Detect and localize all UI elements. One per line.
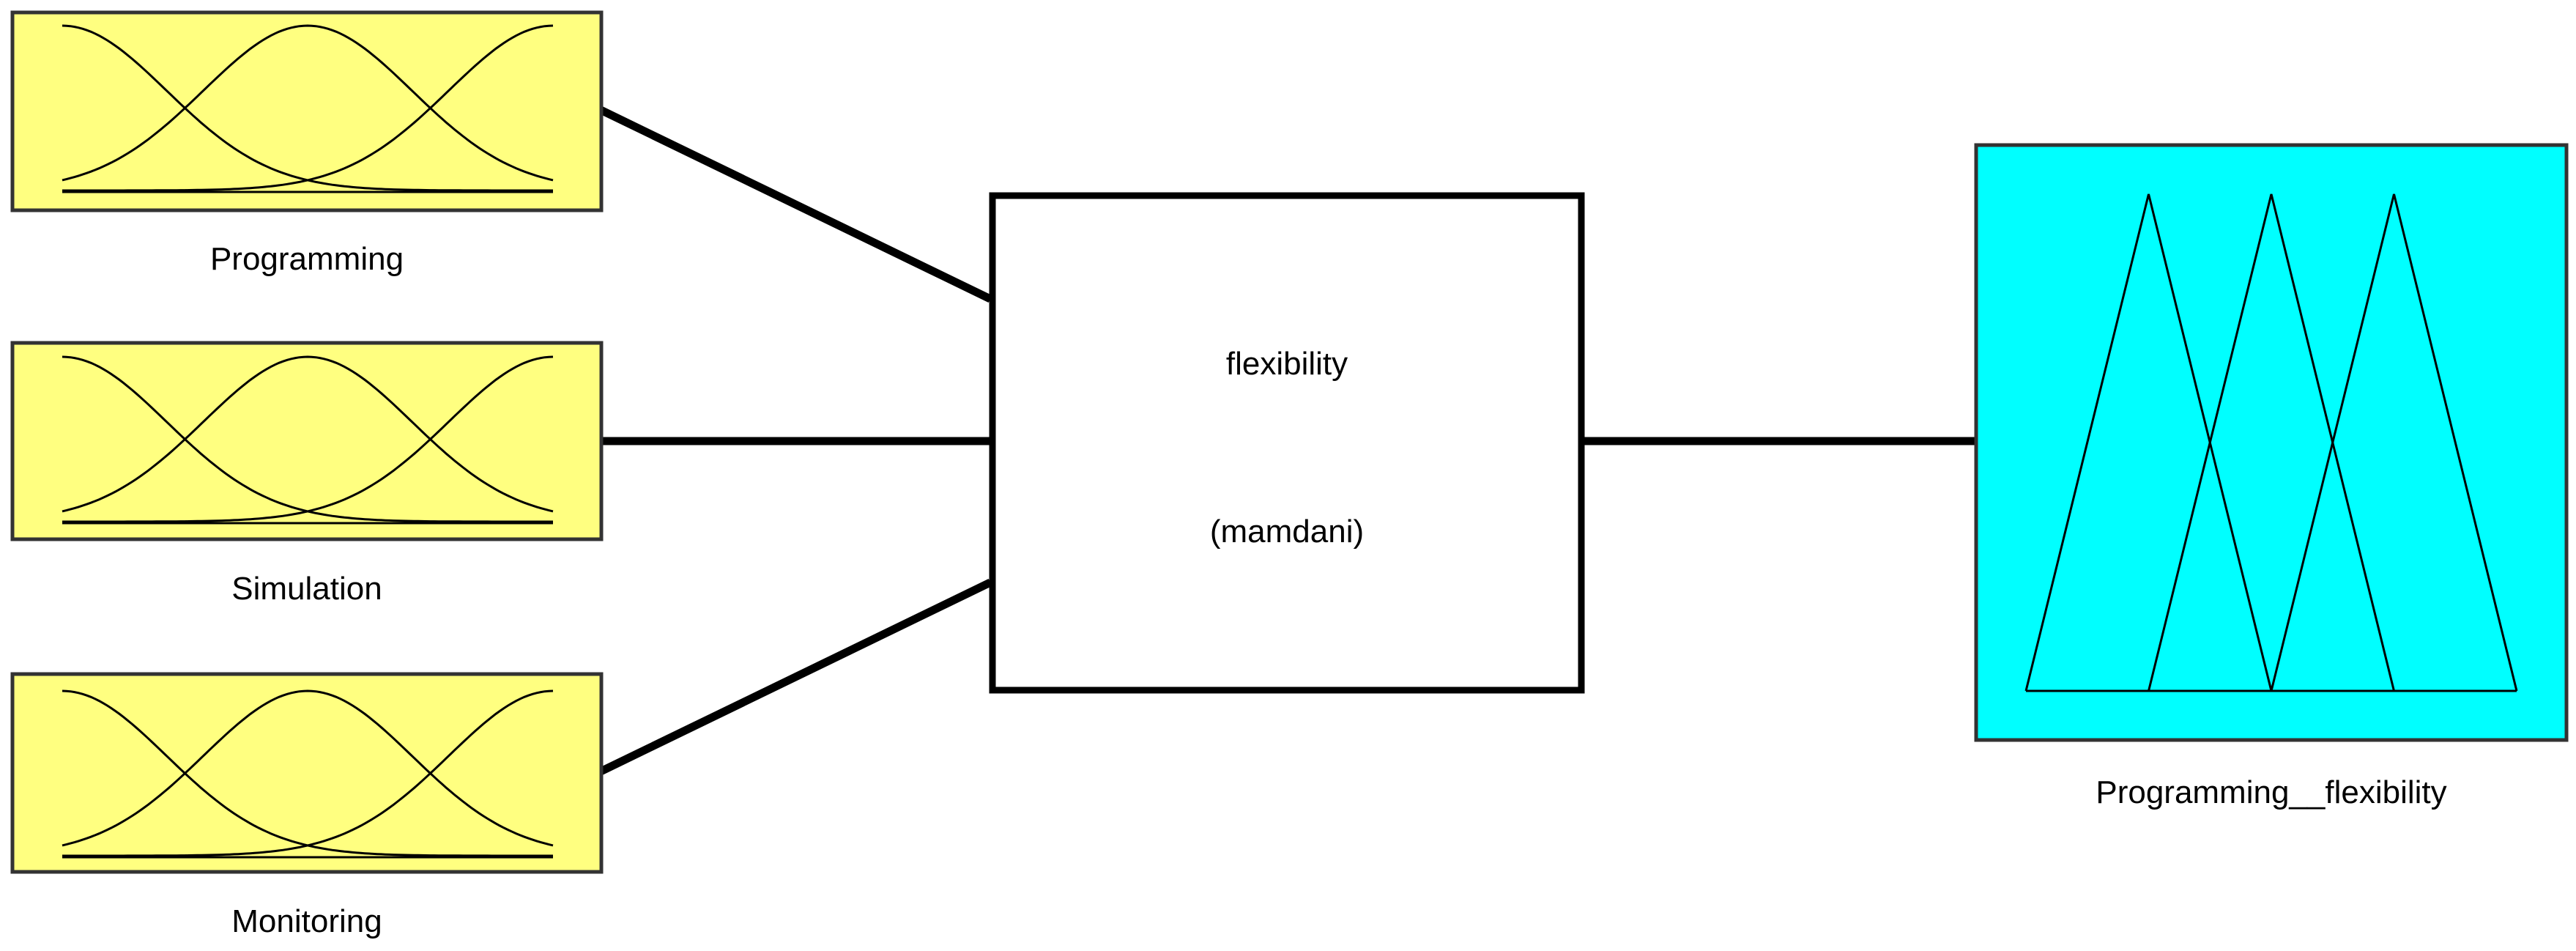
output-block[interactable] [1974, 143, 2569, 742]
connector-line-monitoring [598, 579, 992, 775]
triangular-mf-3 [2270, 193, 2518, 692]
triangular-mf-1 [2024, 193, 2273, 692]
input-label-programming: Programming [210, 241, 404, 277]
triangular-mf-2 [2148, 193, 2395, 692]
fis-system-type: (mamdani) [1210, 514, 1364, 549]
fis-system-block[interactable]: flexibility (mamdani) [989, 192, 1585, 694]
output-mf-box[interactable] [1974, 143, 2569, 742]
input-label-simulation: Simulation [231, 571, 382, 607]
input-block-monitoring[interactable] [10, 672, 604, 874]
input-mf-box[interactable] [10, 10, 604, 212]
input-mf-box[interactable] [10, 341, 604, 541]
gaussian-mf-plot [62, 355, 554, 525]
gaussian-mf-plot [62, 689, 554, 859]
gaussian-mf-curve-2 [62, 689, 554, 847]
output-label: Programming__flexibility [2096, 774, 2446, 810]
connector-line-programming [598, 106, 992, 303]
input-label-monitoring: Monitoring [231, 903, 382, 939]
gaussian-mf-curve-3 [62, 24, 554, 192]
gaussian-mf-curve-3 [62, 689, 554, 857]
gaussian-mf-curve-2 [62, 24, 554, 182]
input-block-simulation[interactable] [10, 341, 604, 541]
fis-system-name: flexibility [1226, 346, 1348, 382]
gaussian-mf-curve-3 [62, 355, 554, 523]
triangular-mf-plot [2024, 193, 2518, 692]
gaussian-mf-plot [62, 24, 554, 193]
gaussian-mf-curve-2 [62, 355, 554, 513]
fis-system-box[interactable] [989, 192, 1585, 694]
input-block-programming[interactable] [10, 10, 604, 212]
